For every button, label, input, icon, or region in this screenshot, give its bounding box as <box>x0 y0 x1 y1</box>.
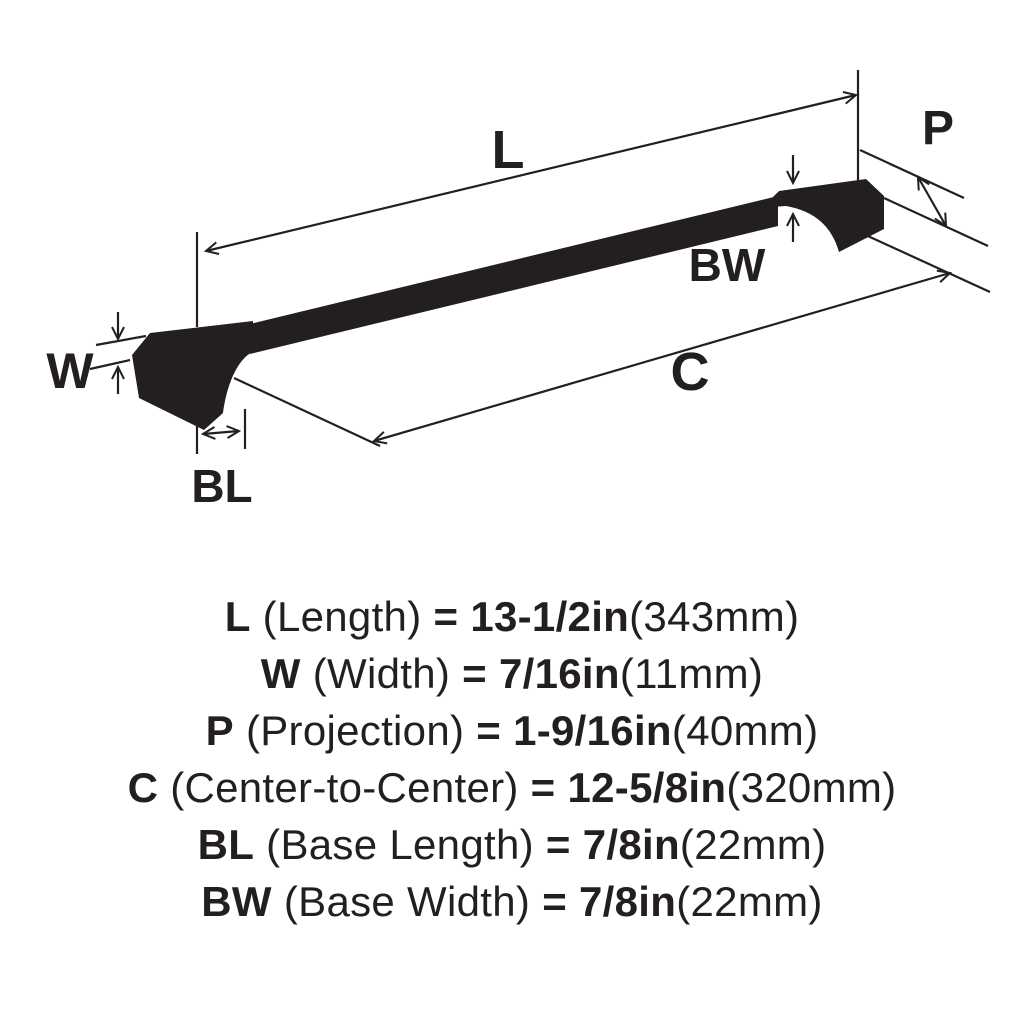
spec-row-P: P (Projection) = 1-9/16in(40mm) <box>0 702 1024 759</box>
dimension-diagram-svg: L P BW C W BL <box>46 70 991 512</box>
spec-equals: = <box>462 650 487 697</box>
spec-value: 12-5/8in <box>567 764 727 811</box>
spec-equals: = <box>476 707 502 754</box>
dim-W-extension-top <box>95 334 147 347</box>
dim-label-BW: BW <box>689 239 766 291</box>
spec-name: (Center-to-Center) <box>170 764 519 811</box>
spec-equals: = <box>545 821 571 868</box>
dim-W-extension-bottom <box>89 358 131 371</box>
spec-name: (Width) <box>312 650 451 697</box>
spec-code: BL <box>197 821 255 868</box>
spec-metric: (343mm) <box>629 593 800 640</box>
dim-label-BL: BL <box>191 460 252 512</box>
spec-row-BW: BW (Base Width) = 7/8in(22mm) <box>0 873 1024 930</box>
spec-metric: (40mm) <box>671 707 819 754</box>
spec-value: 1-9/16in <box>513 707 672 754</box>
dim-label-L: L <box>492 120 525 180</box>
spec-equals: = <box>530 764 556 811</box>
spec-metric: (22mm) <box>676 878 823 925</box>
dim-C-extension-right <box>845 225 991 293</box>
handle-right-base <box>772 179 884 252</box>
spec-code: BW <box>201 878 272 925</box>
dim-label-P: P <box>922 102 954 155</box>
spec-metric: (11mm) <box>619 650 764 697</box>
spec-value: 7/8in <box>579 878 677 925</box>
spec-name: (Length) <box>262 593 422 640</box>
spec-list: L (Length) = 13-1/2in(343mm) W (Width) =… <box>0 588 1024 930</box>
spec-row-W: W (Width) = 7/16in(11mm) <box>0 645 1024 702</box>
spec-metric: (22mm) <box>679 821 827 868</box>
spec-code: P <box>205 707 234 754</box>
spec-code: W <box>260 650 301 697</box>
spec-value: 13-1/2in <box>470 593 630 640</box>
spec-name: (Base Length) <box>266 821 534 868</box>
spec-equals: = <box>433 593 459 640</box>
spec-value: 7/16in <box>498 650 620 697</box>
dim-BL-arrow-line <box>203 431 239 434</box>
handle-diagram: L P BW C W BL <box>46 70 991 512</box>
dim-label-C: C <box>671 342 710 402</box>
spec-code: L <box>224 593 251 640</box>
dim-P-arrow-line <box>918 177 946 226</box>
dim-P-extension-2 <box>883 197 989 247</box>
dim-C-extension-left <box>233 377 381 447</box>
dim-C-arrow-line <box>374 273 950 441</box>
spec-row-BL: BL (Base Length) = 7/8in(22mm) <box>0 816 1024 873</box>
spec-value: 7/8in <box>582 821 680 868</box>
spec-name: (Base Width) <box>283 878 531 925</box>
spec-row-L: L (Length) = 13-1/2in(343mm) <box>0 588 1024 645</box>
spec-equals: = <box>542 878 568 925</box>
spec-code: C <box>127 764 159 811</box>
spec-row-C: C (Center-to-Center) = 12-5/8in(320mm) <box>0 759 1024 816</box>
handle-left-base <box>132 321 253 430</box>
spec-metric: (320mm) <box>726 764 897 811</box>
spec-name: (Projection) <box>245 707 465 754</box>
dim-L-arrow-line <box>206 95 856 251</box>
dim-label-W: W <box>46 343 94 399</box>
